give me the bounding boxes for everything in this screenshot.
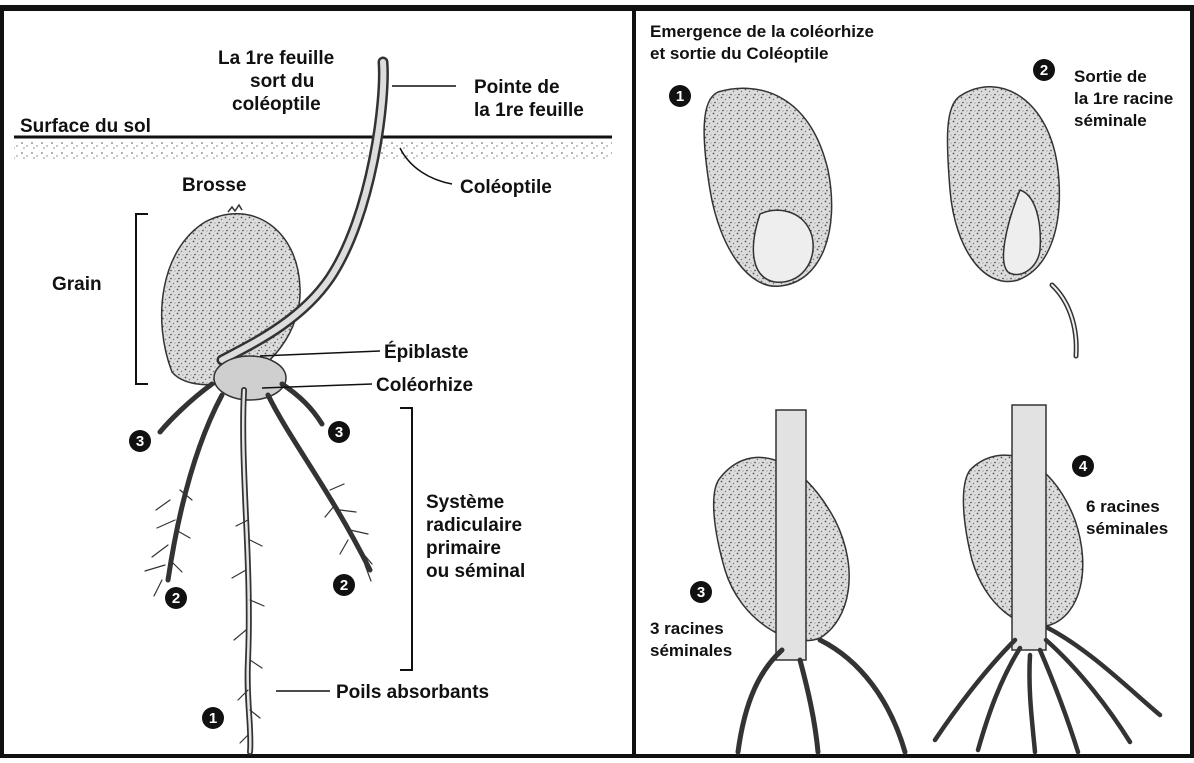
brush-hairs [228, 205, 242, 212]
epiblast-label: Épiblaste [384, 341, 468, 363]
badge-left-2b: 2 [333, 574, 355, 596]
svg-text:2: 2 [1040, 62, 1048, 79]
soil-surface-label: Surface du sol [20, 116, 151, 137]
stage3-label-line1: 3 racines [650, 619, 724, 638]
svg-text:3: 3 [697, 584, 705, 601]
right-header-line2: et sortie du Coléoptile [650, 44, 829, 63]
first-leaf-label-line1: La 1re feuille [218, 48, 334, 69]
right-panel: Emergence de la coléorhize et sortie du … [650, 22, 1173, 752]
svg-text:1: 1 [209, 710, 217, 727]
root-hairs-label: Poils absorbants [336, 682, 489, 703]
stage1-grain [704, 88, 832, 286]
svg-text:2: 2 [172, 590, 180, 607]
soil-texture [14, 139, 612, 161]
first-leaf-label-line3: coléoptile [232, 94, 321, 115]
stage1-badge: 1 [669, 85, 691, 107]
brush-label: Brosse [182, 175, 246, 196]
badge-left-1: 1 [202, 707, 224, 729]
badge-left-3a: 3 [129, 430, 151, 452]
embryo-base [214, 356, 286, 400]
stage1-coleorhiza [753, 210, 813, 282]
stage4-roots [935, 628, 1160, 752]
stage3-shoot [776, 410, 806, 660]
coleorhiza-label: Coléorhize [376, 375, 473, 396]
stage4-seedling [935, 405, 1160, 752]
right-header-line1: Emergence de la coléorhize [650, 22, 874, 41]
stage2-label-line1: Sortie de [1074, 67, 1147, 86]
leaf-tip-label-line1: Pointe de [474, 77, 560, 98]
grain-label: Grain [52, 274, 102, 295]
svg-text:3: 3 [136, 433, 144, 450]
stage3-roots [738, 640, 905, 752]
stage3-badge: 3 [690, 581, 712, 603]
stage4-label-line1: 6 racines [1086, 497, 1160, 516]
leaf-tip-label-line2: la 1re feuille [474, 100, 584, 121]
stage3-label-line2: séminales [650, 641, 732, 660]
stage4-shoot [1012, 405, 1046, 650]
stage4-badge: 4 [1072, 455, 1094, 477]
stage2-grain [947, 87, 1076, 356]
stage4-label-line2: séminales [1086, 519, 1168, 538]
root-system-label-line2: radiculaire [426, 515, 522, 536]
root-system-label-line1: Système [426, 492, 504, 513]
stage2-badge: 2 [1033, 59, 1055, 81]
svg-text:2: 2 [340, 577, 348, 594]
left-panel: La 1re feuille sort du coléoptile Pointe… [14, 48, 612, 752]
root-system-label-line3: primaire [426, 538, 501, 559]
badge-left-2a: 2 [165, 587, 187, 609]
stage3-seedling [714, 410, 905, 752]
coleoptile-label: Coléoptile [460, 177, 552, 198]
root-system-label-line4: ou séminal [426, 561, 525, 582]
stage2-label-line2: la 1re racine [1074, 89, 1173, 108]
stage2-label-line3: séminale [1074, 111, 1147, 130]
badge-left-3b: 3 [328, 421, 350, 443]
svg-text:3: 3 [335, 424, 343, 441]
svg-text:4: 4 [1079, 458, 1088, 475]
svg-text:1: 1 [676, 88, 684, 105]
first-leaf-label-line2: sort du [250, 71, 314, 92]
